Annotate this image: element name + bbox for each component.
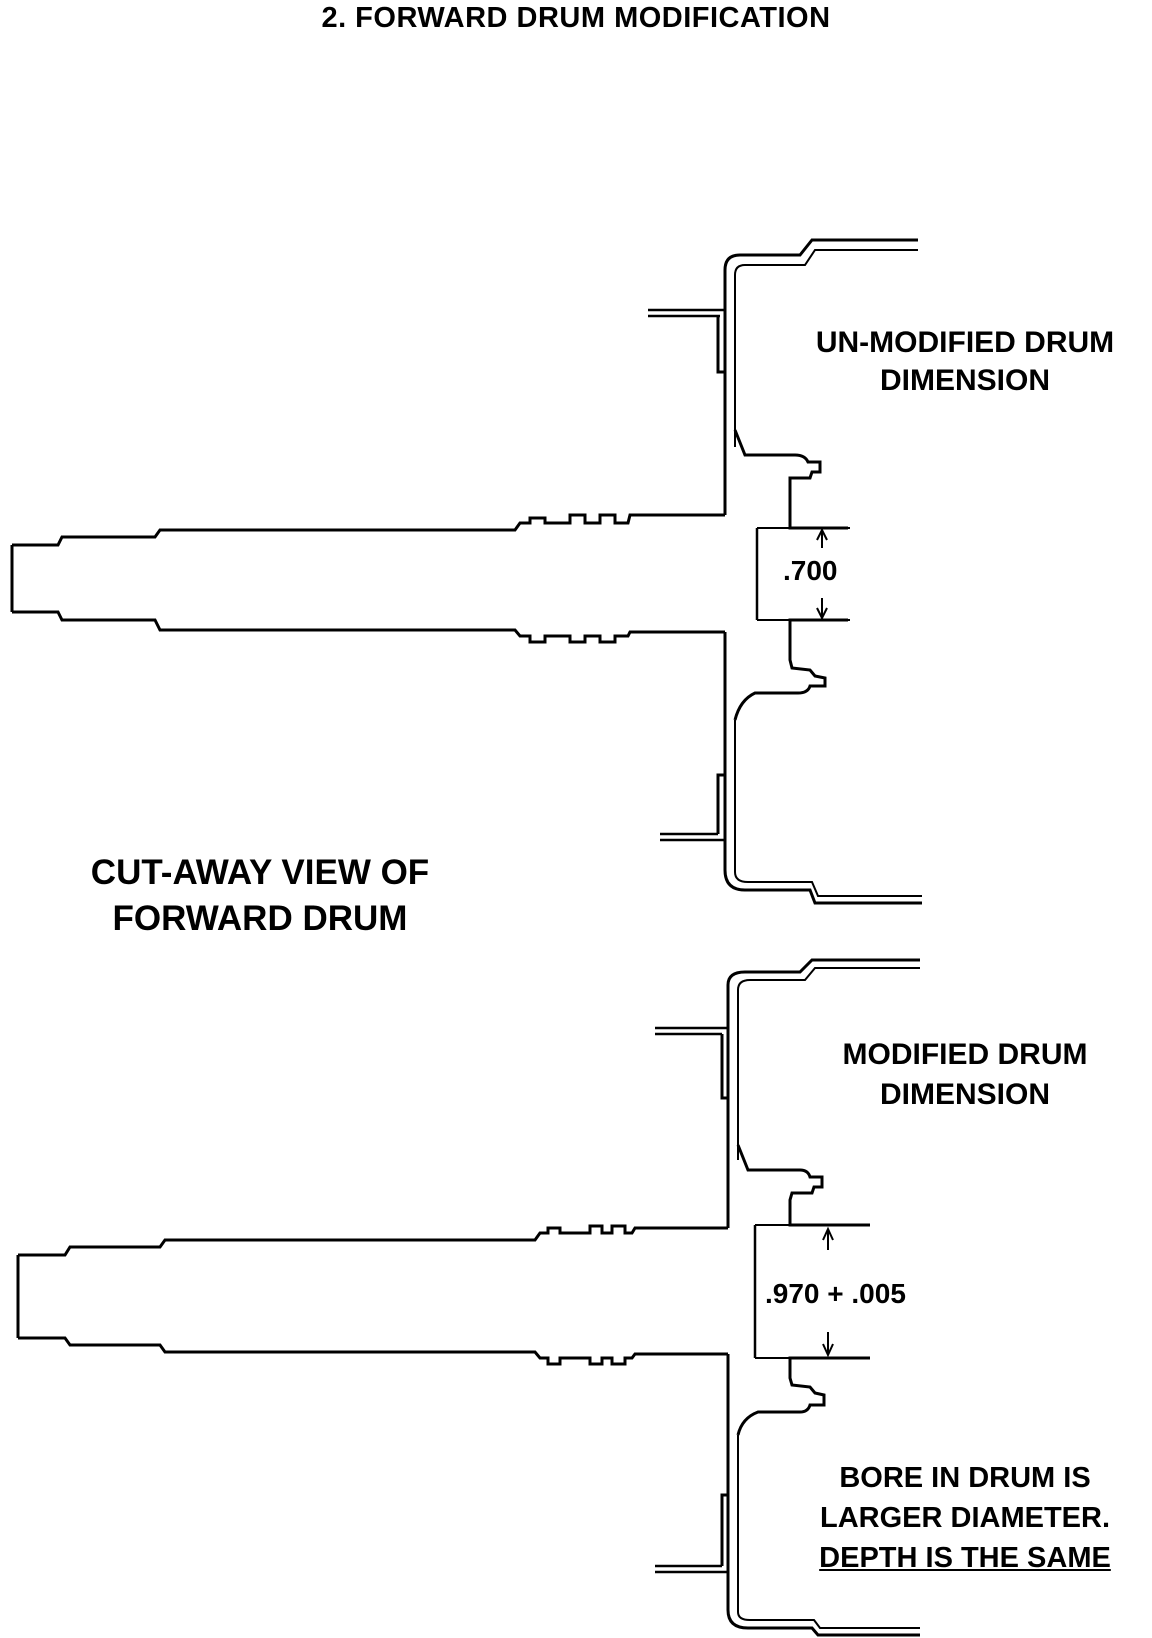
unmodified-dim-arrow-bottom (816, 598, 828, 621)
unmodified-drum-drawing (10, 238, 922, 905)
bore-note-line3: DEPTH IS THE SAME (819, 1542, 1111, 1574)
modified-lower-side-flange (655, 1564, 728, 1574)
unmodified-drum-wall-bottom (723, 632, 922, 905)
modified-drum-wall-top-inner (737, 967, 920, 1160)
unmodified-lower-side-flange (660, 832, 725, 842)
modified-hub-hook-bottom (736, 1356, 870, 1436)
unmodified-dimension-value: .700 (783, 555, 838, 586)
cutaway-label-line1: CUT-AWAY VIEW OF (90, 853, 430, 892)
unmodified-drum-wall-top-inner (734, 249, 918, 447)
unmodified-upper-side-step (716, 316, 725, 374)
bore-note-line1: BORE IN DRUM IS (839, 1462, 1091, 1494)
modified-shaft-top-edge (18, 1224, 728, 1257)
unmodified-dim-arrow-top (816, 527, 828, 548)
modified-drum-wall-top (726, 958, 920, 1228)
cutaway-label-line2: FORWARD DRUM (112, 899, 408, 938)
modified-drum-drawing (16, 958, 920, 1637)
bore-note-line2: LARGER DIAMETER. (820, 1502, 1110, 1534)
modified-dim-arrow-bottom (822, 1332, 834, 1358)
unmodified-drum-wall-top (723, 238, 918, 515)
unmodified-drum-label-line1: UN-MODIFIED DRUM (815, 326, 1115, 359)
modified-dimension-value: .970 + .005 (765, 1278, 906, 1309)
unmodified-lower-side-step (716, 773, 725, 834)
modified-upper-side-flange (655, 1026, 728, 1036)
unmodified-upper-side-flange (648, 308, 725, 318)
unmodified-shaft-top-edge (12, 513, 725, 547)
unmodified-hub-hook-bottom (733, 618, 848, 721)
modified-drum-wall-bottom (726, 1354, 920, 1637)
modified-drum-label-line1: MODIFIED DRUM (842, 1038, 1088, 1071)
modified-drum-wall-bottom-inner (737, 1435, 920, 1629)
unmodified-hub-hook-top (733, 429, 848, 530)
modified-shaft-bottom-edge (18, 1336, 728, 1366)
modified-dim-arrow-top (822, 1226, 834, 1250)
unmodified-drum-wall-bottom-inner (734, 720, 922, 897)
unmodified-drum-label-line2: DIMENSION (879, 364, 1050, 397)
modified-hub-hook-top (736, 1144, 870, 1227)
page-title: 2. FORWARD DRUM MODIFICATION (321, 2, 831, 34)
modified-drum-label-line2: DIMENSION (879, 1078, 1050, 1111)
unmodified-shaft-bottom-edge (12, 610, 725, 644)
modified-upper-side-step (720, 1034, 728, 1100)
modified-lower-side-step (720, 1493, 728, 1566)
